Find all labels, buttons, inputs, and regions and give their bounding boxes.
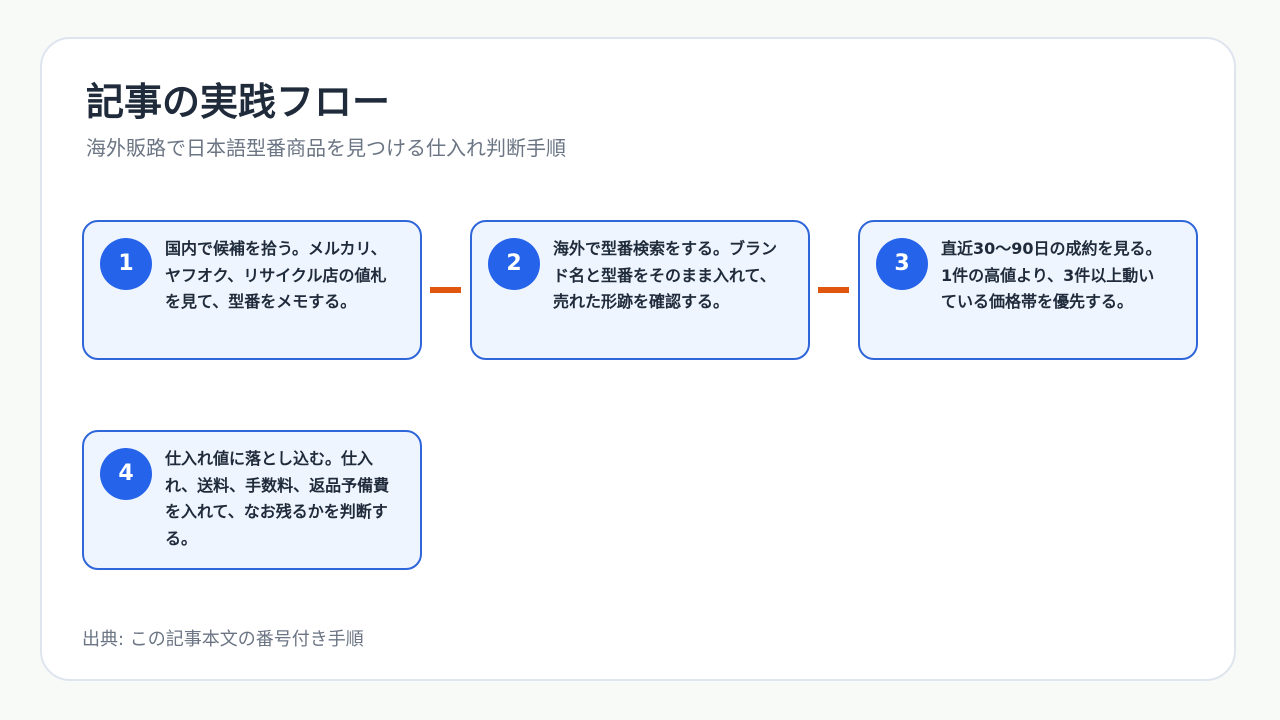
connector-1-2 — [430, 287, 461, 293]
step-1-box: 1 国内で候補を拾う。メルカリ、ヤフオク、リサイクル店の値札を見て、型番をメモす… — [82, 220, 422, 360]
step-3-number-badge: 3 — [876, 238, 928, 290]
step-2-text: 海外で型番検索をする。ブランド名と型番をそのまま入れて、売れた形跡を確認する。 — [553, 239, 778, 311]
step-3-text: 直近30〜90日の成約を見る。1件の高値より、3件以上動いている価格帯を優先する… — [941, 239, 1162, 311]
step-3-box: 3 直近30〜90日の成約を見る。1件の高値より、3件以上動いている価格帯を優先… — [858, 220, 1198, 360]
step-1-text: 国内で候補を拾う。メルカリ、ヤフオク、リサイクル店の値札を見て、型番をメモする。 — [165, 239, 387, 311]
step-4-text: 仕入れ値に落とし込む。仕入れ、送料、手数料、返品予備費を入れて、なお残るかを判断… — [165, 449, 390, 548]
step-4-box: 4 仕入れ値に落とし込む。仕入れ、送料、手数料、返品予備費を入れて、なお残るかを… — [82, 430, 422, 570]
connector-2-3 — [818, 287, 849, 293]
page-title: 記事の実践フロー — [86, 80, 391, 124]
source-note: 出典: この記事本文の番号付き手順 — [82, 629, 364, 650]
page-subtitle: 海外販路で日本語型番商品を見つける仕入れ判断手順 — [86, 136, 566, 160]
step-2-box: 2 海外で型番検索をする。ブランド名と型番をそのまま入れて、売れた形跡を確認する… — [470, 220, 810, 360]
step-4-number-badge: 4 — [100, 448, 152, 500]
step-2-number-badge: 2 — [488, 238, 540, 290]
step-1-number-badge: 1 — [100, 238, 152, 290]
